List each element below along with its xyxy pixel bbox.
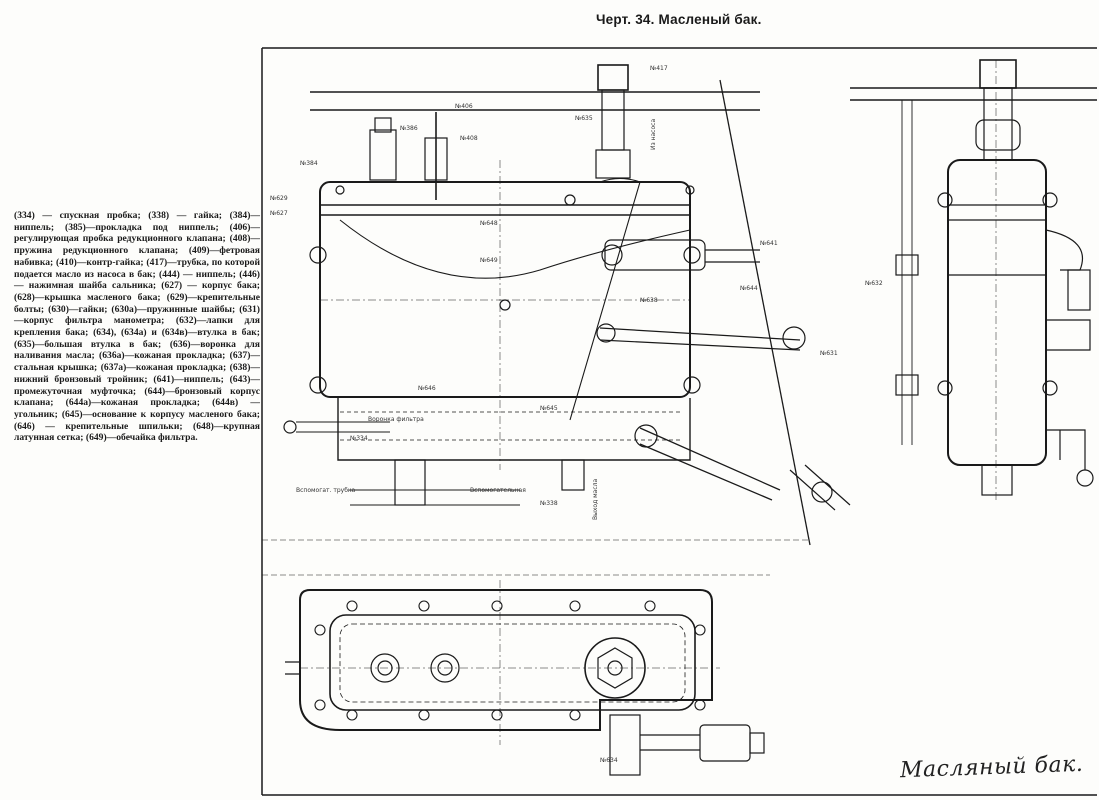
page-title: Черт. 34. Масленый бак. <box>596 12 762 27</box>
tank-front-view <box>283 64 851 511</box>
callout-338: №338 <box>540 500 558 507</box>
label-pump-right: Вспомогательная <box>470 487 526 494</box>
callout-labels: №417 №406 №386 №408 №384 №635 №629 №627 … <box>270 65 883 764</box>
parts-legend: (334) — спускная пробка; (338) — гайка; … <box>14 210 260 444</box>
callout-648: №648 <box>480 220 498 227</box>
tank-side-view <box>895 59 1094 500</box>
callout-646: №646 <box>418 385 436 392</box>
label-from-pump: Из насоса <box>650 119 657 150</box>
parts-legend-text: (334) — спускная пробка; (338) — гайка; … <box>14 210 260 444</box>
label-filter-funnel: Воронка фильтра <box>368 416 424 423</box>
drawing-frame <box>261 47 1097 796</box>
callout-641: №641 <box>760 240 778 247</box>
callout-386: №386 <box>400 125 418 132</box>
callout-631: №631 <box>820 350 838 357</box>
callout-384: №384 <box>300 160 318 167</box>
callout-629: №629 <box>270 195 288 202</box>
callout-632: №632 <box>865 280 883 287</box>
label-oil-outlet: Выход масла <box>592 479 599 520</box>
callout-638: №638 <box>640 297 658 304</box>
callout-645: №645 <box>540 405 558 412</box>
callout-649: №649 <box>480 257 498 264</box>
callout-627: №627 <box>270 210 288 217</box>
callout-334: №334 <box>350 435 368 442</box>
callout-417: №417 <box>650 65 668 72</box>
callout-634: №634 <box>600 757 618 764</box>
callout-644: №644 <box>740 285 758 292</box>
tank-plan-view <box>285 580 765 776</box>
label-pump-left: Вспомогат. трубка <box>296 487 356 494</box>
callout-635: №635 <box>575 115 593 122</box>
callout-406: №406 <box>455 103 473 110</box>
beam-top <box>310 91 760 111</box>
callout-408: №408 <box>460 135 478 142</box>
plan-bolts <box>314 600 706 721</box>
